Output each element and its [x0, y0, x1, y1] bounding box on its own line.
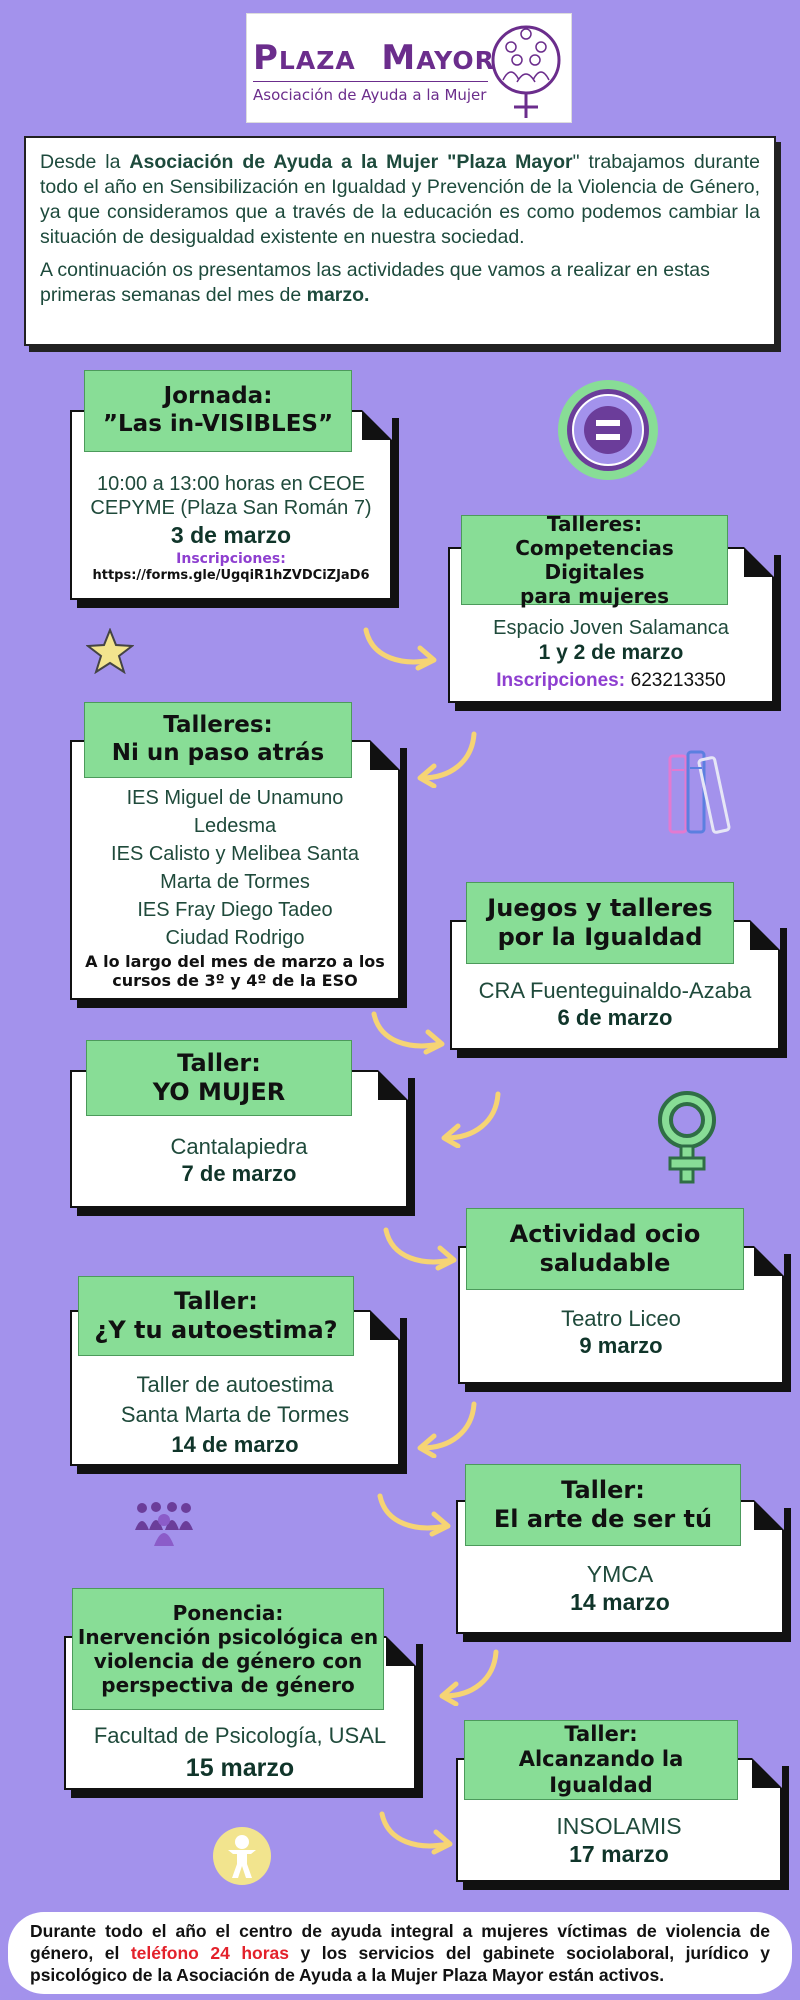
event-title-arte-de-ser-tu: Taller:El arte de ser tú — [465, 1464, 741, 1546]
event-card-ni-un-paso-atras: IES Miguel de Unamuno Ledesma IES Calist… — [70, 740, 400, 1000]
footer-note: Durante todo el año el centro de ayuda i… — [8, 1912, 792, 1994]
plaza-mayor-logo: PLAZA MAYOR Asociación de Ayuda a la Muj… — [246, 13, 572, 123]
person-circle-icon — [213, 1827, 271, 1885]
logo-name: PLAZA MAYOR — [253, 38, 495, 78]
curved-arrow-icon — [417, 731, 477, 788]
intro-text-box: Desde la Asociación de Ayuda a la Mujer … — [24, 136, 776, 346]
event-title-alcanzando-igualdad: Taller:Alcanzando la Igualdad — [464, 1720, 738, 1800]
books-icon — [668, 750, 731, 834]
intro-paragraph-2: A continuación os presentamos las activi… — [40, 259, 710, 306]
people-group-icon — [135, 1502, 193, 1546]
star-icon — [86, 628, 134, 674]
female-symbol-icon — [658, 1091, 716, 1184]
curved-arrow-icon — [441, 1091, 501, 1148]
event-title-yo-mujer: Taller:YO MUJER — [86, 1040, 352, 1116]
equality-badge-icon — [558, 380, 658, 480]
event-title-las-invisibles: Jornada:”Las in-VISIBLES” — [84, 370, 352, 452]
curved-arrow-icon — [371, 1011, 445, 1055]
event-title-ni-un-paso-atras: Talleres:Ni un paso atrás — [84, 702, 352, 778]
curved-arrow-icon — [383, 1227, 457, 1271]
curved-arrow-icon — [379, 1811, 453, 1855]
event-title-autoestima: Taller:¿Y tu autoestima? — [78, 1276, 354, 1356]
curved-arrow-icon — [363, 627, 437, 671]
curved-arrow-icon — [439, 1649, 499, 1706]
intro-paragraph-1: Desde la Asociación de Ayuda a la Mujer … — [40, 151, 760, 248]
logo-subtitle: Asociación de Ayuda a la Mujer — [253, 86, 487, 104]
curved-arrow-icon — [417, 1401, 477, 1458]
curved-arrow-icon — [377, 1493, 451, 1537]
women-group-logo-icon — [491, 25, 561, 118]
